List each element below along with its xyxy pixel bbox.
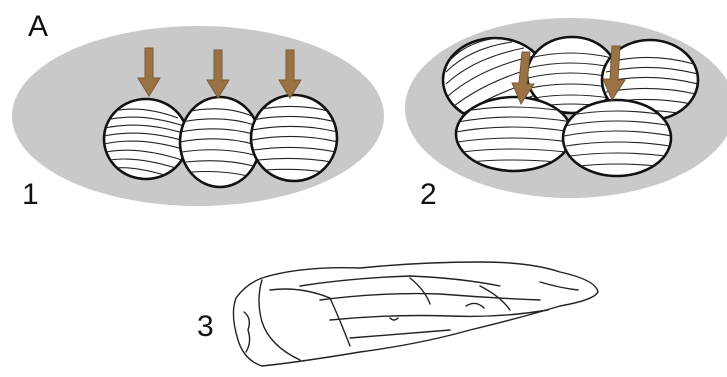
panel-1: 1 — [12, 26, 384, 211]
panel-2-cell-bottom-left — [456, 97, 572, 171]
panel-2: 2 — [405, 18, 727, 211]
panel-3-label: 3 — [197, 310, 214, 343]
panel-2-label: 2 — [420, 178, 437, 211]
panel-3-sketch — [233, 262, 598, 366]
panel-3: 3 — [197, 262, 598, 366]
panel-1-cell-middle — [180, 97, 260, 187]
panel-2-cell-bottom-right — [563, 100, 672, 176]
panel-1-cell-right — [251, 95, 338, 181]
panel-letter: A — [28, 10, 48, 43]
panel-1-cell-left — [104, 99, 188, 179]
panel-1-label: 1 — [22, 178, 39, 211]
